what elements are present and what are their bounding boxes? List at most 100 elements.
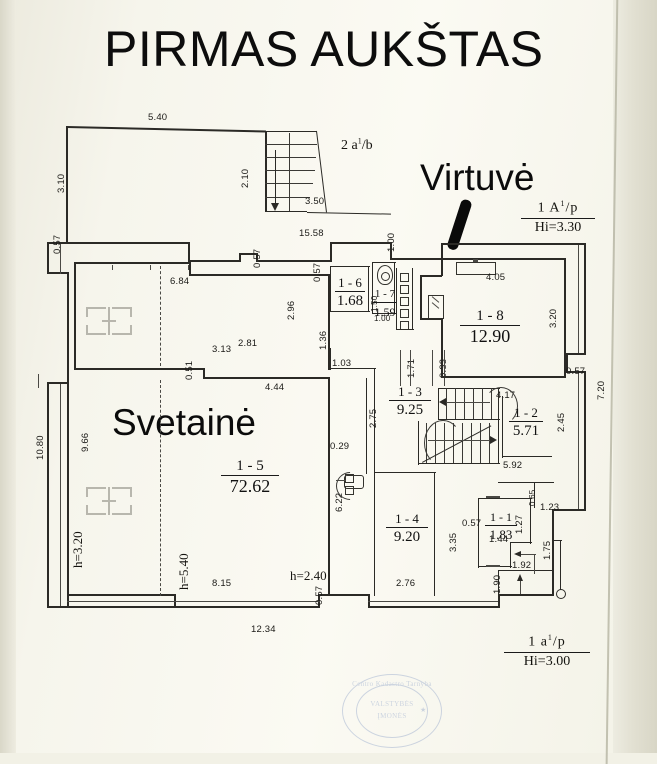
dim-room4-bottom: 2.76	[396, 578, 416, 589]
toilet-fixture-icon	[377, 265, 393, 285]
room-label-1-2: 1 - 2 5.71	[504, 406, 548, 439]
official-stamp: Centro Kadastro Tarnyba VALSTYBĖS ĮMONĖS…	[336, 672, 448, 750]
bottom-wall-hatch-2	[368, 601, 498, 602]
dim-entry-h: 1.90	[492, 574, 503, 594]
tick-hall-2	[410, 350, 411, 386]
entry-top-wall	[498, 570, 554, 572]
room-1-2-bottom-wall	[502, 456, 552, 458]
room-1-1-step	[510, 542, 532, 544]
left-notch-mid	[47, 382, 69, 384]
title-block-top-right: 1 A1/p Hi=3.30	[521, 196, 595, 236]
kitchen-counter-mark	[473, 259, 478, 262]
dim-wc-right: 1.27	[514, 514, 525, 534]
terrace-top-wall	[66, 126, 266, 133]
room-1-8-area: 12.90	[469, 326, 511, 346]
entry-arrow-up-shaft	[520, 578, 521, 594]
entry-arrow-side-head	[514, 551, 521, 557]
room-1-7-area: 1.59	[374, 305, 396, 319]
title-block-bottom-right-bottom: Hi=3.00	[523, 653, 571, 669]
dim-mid-left: 1.36	[318, 330, 329, 350]
terrace-left-wall	[66, 126, 68, 242]
dim-liv-left: 9.66	[80, 432, 91, 452]
living-room-opening-2	[150, 265, 151, 270]
kitchen-right-wall	[564, 258, 566, 378]
tick-hall-1	[400, 350, 401, 386]
stair-upper-curve	[484, 387, 518, 425]
right-step-in	[552, 509, 586, 511]
inner-stair-arrow-up-shaft	[444, 402, 490, 403]
room-1-3-number: 1 - 3	[398, 384, 422, 399]
dim-wc-small: 0.65	[528, 489, 537, 506]
room-1-8-number: 1 - 8	[476, 308, 504, 324]
dim-wc-out: 1.23	[540, 502, 560, 513]
room-1-6-top-wall	[330, 266, 370, 268]
dim-stair2-right: 2.45	[556, 412, 567, 432]
dim-room7-bottom: 1.00	[374, 314, 391, 323]
room-1-6-area: 1.68	[336, 293, 364, 309]
balcony-label: 2 a1/b	[341, 136, 373, 154]
room-1-6-number: 1 - 6	[338, 275, 362, 290]
height-label-left: h=3.20	[70, 531, 85, 568]
dim-terrace-top: 5.40	[148, 112, 168, 123]
inner-stair-mid	[438, 419, 500, 421]
living-room-right-step	[328, 377, 330, 407]
room-1-5-number: 1 - 5	[236, 458, 264, 474]
paper-left-edge	[0, 0, 16, 753]
dim-liv-top: 6.84	[170, 276, 190, 287]
porch-right-top	[552, 540, 562, 542]
bottom-outer-wall-left	[47, 606, 175, 608]
kitchen-annotation: Virtuvė	[420, 157, 535, 198]
main-top-step-3	[256, 253, 258, 262]
entry-arrow-side-shaft	[534, 554, 535, 574]
dim-room6-side: 0.57	[312, 262, 323, 282]
bottom-right-wall	[498, 594, 554, 596]
living-room-mid-wall-2	[203, 377, 330, 379]
living-room-opening-3	[188, 265, 189, 270]
room-1-4-right-wall	[434, 472, 436, 596]
right-wall-inner-1	[578, 245, 579, 353]
right-wall-lower	[552, 509, 554, 595]
dim-upper-run: 15.58	[299, 228, 324, 239]
living-room-right-lower	[328, 405, 330, 595]
left-wall-inner-lower	[60, 384, 61, 606]
inner-stair-top	[438, 388, 500, 390]
left-outer-wall-lower	[47, 382, 49, 608]
living-room-right-upper	[328, 274, 330, 370]
room-1-4-left-wall	[374, 472, 376, 596]
outer-stair-left	[265, 131, 267, 212]
dim-stair-depth: 2.10	[240, 168, 251, 188]
inner-stair-right-lower	[498, 424, 500, 464]
main-top-step-6	[441, 243, 443, 260]
room-label-1-4: 1 - 4 9.20	[380, 512, 434, 545]
porch-column-icon	[556, 589, 566, 599]
dim-total-left: 10.80	[35, 435, 46, 460]
stamp-line-1: Centro Kadastro Tarnyba	[352, 680, 432, 688]
dim-wc-left: 0.57	[462, 518, 482, 529]
main-top-wall-5	[330, 242, 392, 244]
room-label-1-7: 1 - 7 1.59	[370, 287, 400, 320]
tick-left-1	[38, 374, 39, 388]
inner-stair-arrow-down-head	[490, 436, 497, 444]
wc-side-block-left	[534, 482, 536, 508]
dim-terrace-left: 3.10	[56, 173, 67, 193]
door-symbol-2	[345, 486, 354, 495]
room-1-1-right-wall	[530, 498, 532, 544]
kitchen-top-wall	[441, 258, 565, 260]
living-room-left-lower	[67, 384, 69, 596]
left-notch-top	[47, 272, 69, 274]
outer-stair-arrow-head	[271, 203, 279, 211]
living-room-step	[189, 262, 191, 274]
height-label-mid: h=5.40	[176, 553, 191, 590]
main-top-step-5	[390, 242, 392, 260]
dim-kitchen-right: 3.20	[548, 308, 559, 328]
main-top-step-1	[188, 242, 190, 262]
entry-arrow-up-head	[517, 574, 523, 581]
dim-right-wall: 0.57	[566, 366, 586, 377]
dim-corr-w2: 0.29	[330, 441, 350, 452]
dim-kitchen-top: 4.05	[486, 272, 506, 283]
right-notch-3	[566, 371, 586, 373]
dim-liv-mid: 3.13	[212, 344, 232, 355]
room-1-7-left-wall	[372, 262, 374, 314]
dim-bottom-total: 12.34	[251, 624, 276, 635]
